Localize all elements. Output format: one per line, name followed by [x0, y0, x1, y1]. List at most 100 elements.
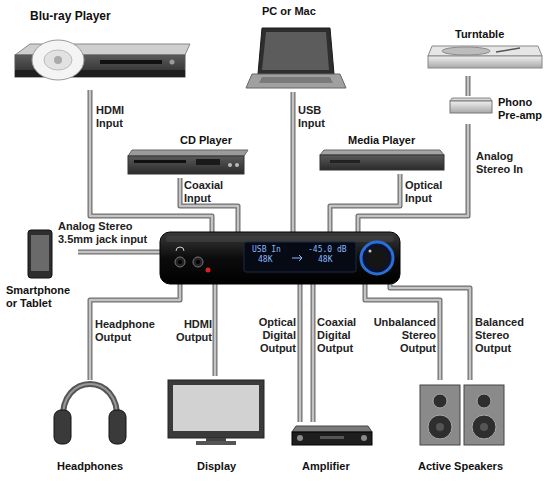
bluray-player-illustration-part [44, 50, 72, 70]
dac-unit-illustration-part [175, 257, 185, 267]
smartphone-illustration-part [28, 230, 52, 278]
device-node: Amplifier [288, 422, 376, 476]
connection-label: USB Input [298, 104, 338, 130]
display-illustration [168, 380, 264, 445]
connection-label: Unbalanced Stereo Output [366, 316, 436, 355]
device-label: Active Speakers [418, 460, 518, 473]
bluray-player-illustration-part [32, 40, 84, 80]
active-speakers-illustration-part [464, 385, 504, 445]
device-label: Blu-ray Player [30, 10, 170, 23]
signal-cable [365, 284, 440, 380]
signal-cable [90, 284, 180, 380]
display-illustration-part [196, 441, 236, 445]
active-speakers-illustration-part [436, 423, 444, 431]
connection-label: Optical Input [405, 179, 455, 205]
dac-unit-illustration-part [160, 232, 400, 284]
device-node: Headphones [45, 380, 140, 476]
smartphone-illustration [28, 230, 52, 278]
cable-outline [311, 284, 316, 422]
bluray-player-illustration-part [54, 56, 62, 64]
display-readout: USB In [252, 245, 302, 254]
device-label: PC or Mac [262, 5, 342, 18]
cable-outline [213, 284, 218, 376]
media-player-illustration [320, 150, 444, 170]
amplifier-illustration-part [292, 432, 372, 445]
turntable-illustration-part [496, 48, 520, 52]
media-player-illustration-part [330, 160, 360, 163]
turntable-illustration-part [428, 46, 542, 56]
dac-unit-illustration-part [292, 255, 302, 261]
display-illustration-part [168, 380, 264, 438]
signal-cable [312, 284, 315, 422]
active-speakers-illustration-part [433, 394, 447, 408]
signal-cable [330, 174, 400, 232]
laptop-illustration [246, 28, 346, 88]
signal-cable [299, 284, 302, 422]
device-node: Blu-ray Player [12, 8, 192, 90]
cable-outline [180, 178, 238, 232]
connection-label: Analog Stereo 3.5mm jack input [58, 220, 158, 246]
cd-player-illustration [128, 150, 248, 174]
connection-label: Coaxial Input [184, 179, 234, 205]
phono-preamp-illustration [450, 98, 492, 113]
device-node: Turntable [420, 28, 545, 76]
dac-unit-illustration-part [176, 247, 184, 251]
cable-outline [90, 284, 180, 380]
display-readout: 48K [258, 255, 288, 264]
connection-label: Optical Digital Output [250, 316, 296, 355]
laptop-illustration-part [258, 28, 334, 74]
turntable-illustration-part [428, 56, 542, 68]
device-node: Phono Pre-amp [448, 96, 553, 124]
cable-outline [330, 174, 400, 232]
display-readout: -45.0 dB [308, 245, 358, 254]
dac-unit-illustration-part [193, 257, 203, 267]
connection-label: Coaxial Digital Output [317, 316, 363, 355]
turntable-illustration [428, 46, 542, 68]
cd-player-illustration-part [196, 159, 220, 165]
bluray-player-illustration [15, 40, 190, 80]
media-player-illustration-part [320, 155, 444, 170]
connection-label: HDMI Input [96, 104, 136, 130]
headphones-illustration [54, 384, 126, 444]
device-label: Media Player [348, 134, 438, 147]
device-node: CD Player [125, 134, 250, 178]
signal-cable [214, 284, 217, 376]
dac-unit: USB In48K-45.0 dB48K [160, 232, 400, 284]
amplifier-illustration [292, 426, 372, 445]
display-readout: 48K [318, 255, 348, 264]
laptop-illustration-part [246, 74, 346, 88]
cable-outline [298, 284, 303, 422]
dac-unit-illustration-part [178, 260, 182, 264]
cd-player-illustration-part [128, 150, 248, 156]
connection-label: Headphone Output [95, 318, 165, 344]
cable-outline [466, 76, 471, 96]
cd-player-illustration-part [134, 160, 186, 163]
cd-player-illustration-part [128, 156, 244, 174]
connection-label: Balanced Stereo Output [475, 316, 535, 355]
cable-outline [291, 92, 296, 232]
device-label: Display [197, 460, 267, 473]
active-speakers-illustration [420, 385, 504, 445]
cable-outline [365, 284, 440, 380]
device-label: Smartphone or Tablet [6, 284, 78, 310]
dac-unit-illustration-part [196, 260, 200, 264]
bluray-player-illustration-part [100, 60, 162, 64]
laptop-illustration-part [259, 77, 333, 83]
cd-player-illustration-part [228, 163, 232, 167]
dac-unit-illustration-part [361, 242, 393, 274]
amplifier-illustration-part [292, 426, 372, 432]
device-label: Headphones [57, 460, 137, 473]
signal-cable [292, 92, 295, 232]
device-node: Active Speakers [405, 380, 520, 476]
active-speakers-illustration-part [428, 415, 452, 439]
active-speakers-illustration-part [477, 394, 491, 408]
device-label: Phono Pre-amp [498, 96, 550, 122]
signal-cable [467, 76, 470, 96]
dac-unit-illustration-part [166, 236, 394, 242]
turntable-illustration-part [442, 47, 490, 55]
cable-outline [78, 250, 160, 255]
bluray-player-illustration-part [170, 60, 175, 65]
dac-unit-illustration-part [369, 250, 372, 253]
active-speakers-illustration-part [472, 415, 496, 439]
